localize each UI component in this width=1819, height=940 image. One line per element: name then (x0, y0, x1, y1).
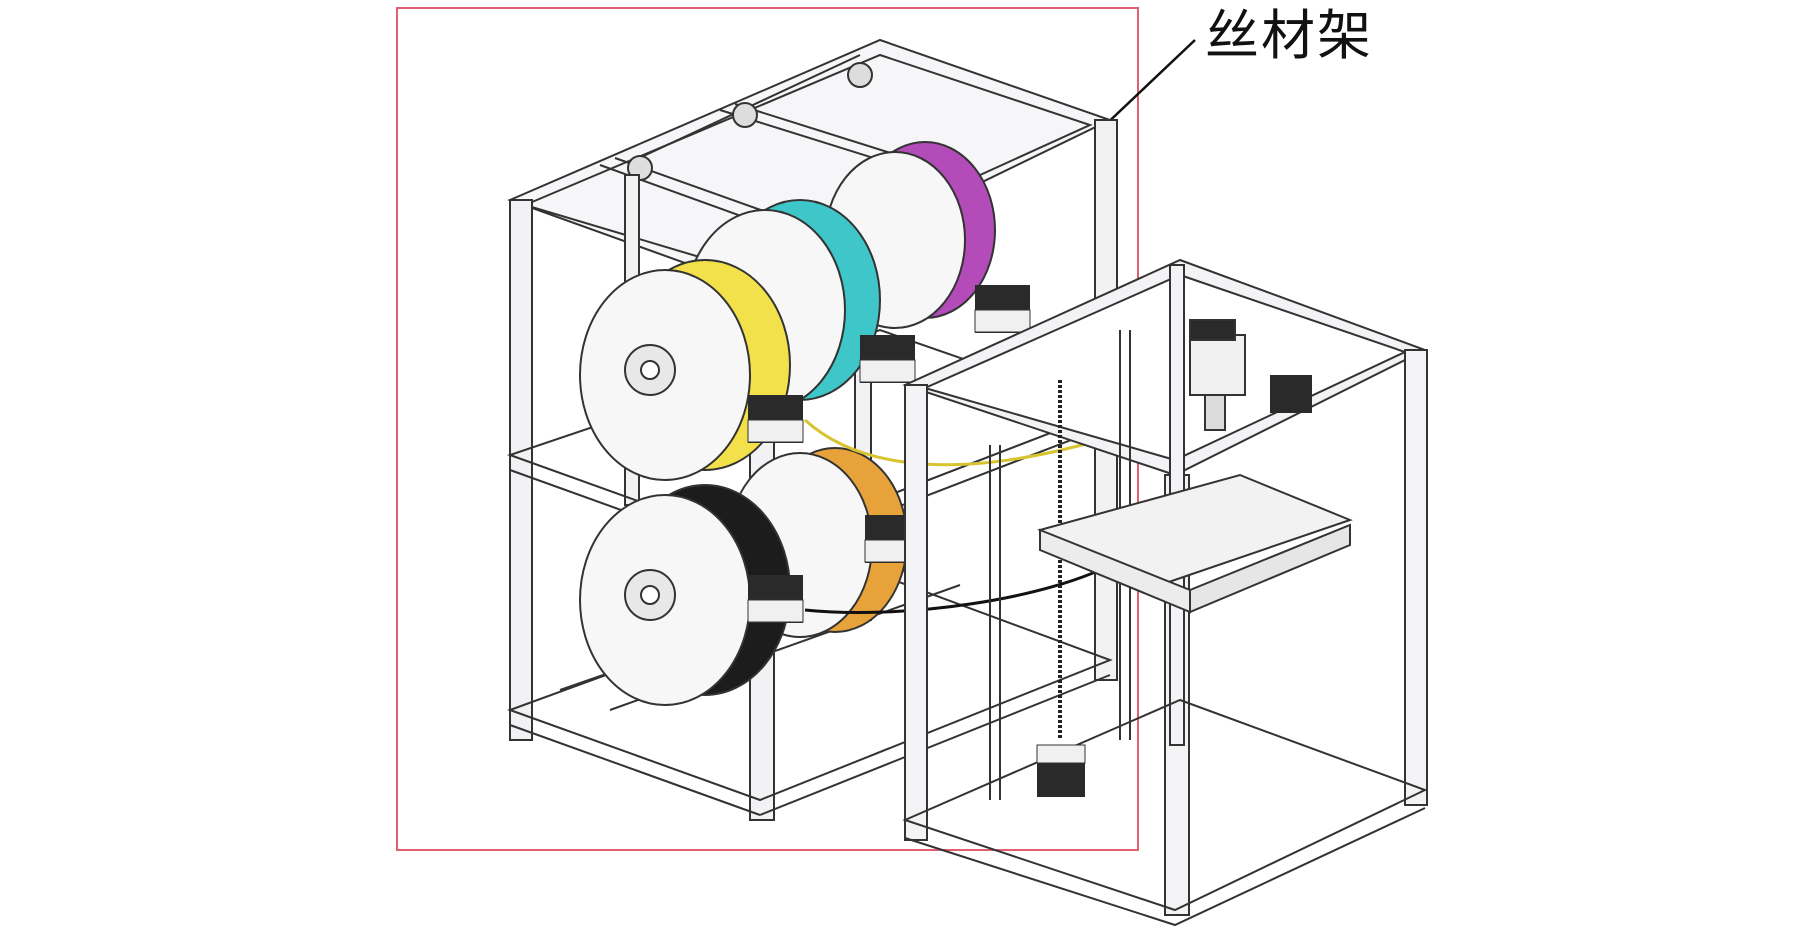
filament-spool (579, 484, 791, 706)
z-axis-stepper-motor (1036, 744, 1086, 797)
printer-bottom-frame (905, 700, 1425, 910)
extruder-head (1189, 319, 1246, 431)
build-platform (1037, 473, 1353, 614)
rack-post-cap (732, 102, 758, 128)
printer-post (904, 384, 928, 841)
rack-post-cap (847, 62, 873, 88)
callout-leader-line (1099, 39, 1196, 131)
stepper-motor (747, 395, 804, 443)
filament-rack-callout-label: 丝材架 (1205, 4, 1373, 67)
stepper-motor (859, 335, 916, 383)
printer-post (1404, 349, 1428, 806)
stepper-motor (747, 575, 804, 623)
rack-post (509, 199, 533, 741)
stepper-motor (1270, 375, 1312, 413)
filament-spool (579, 259, 791, 481)
stepper-motor (974, 285, 1031, 333)
